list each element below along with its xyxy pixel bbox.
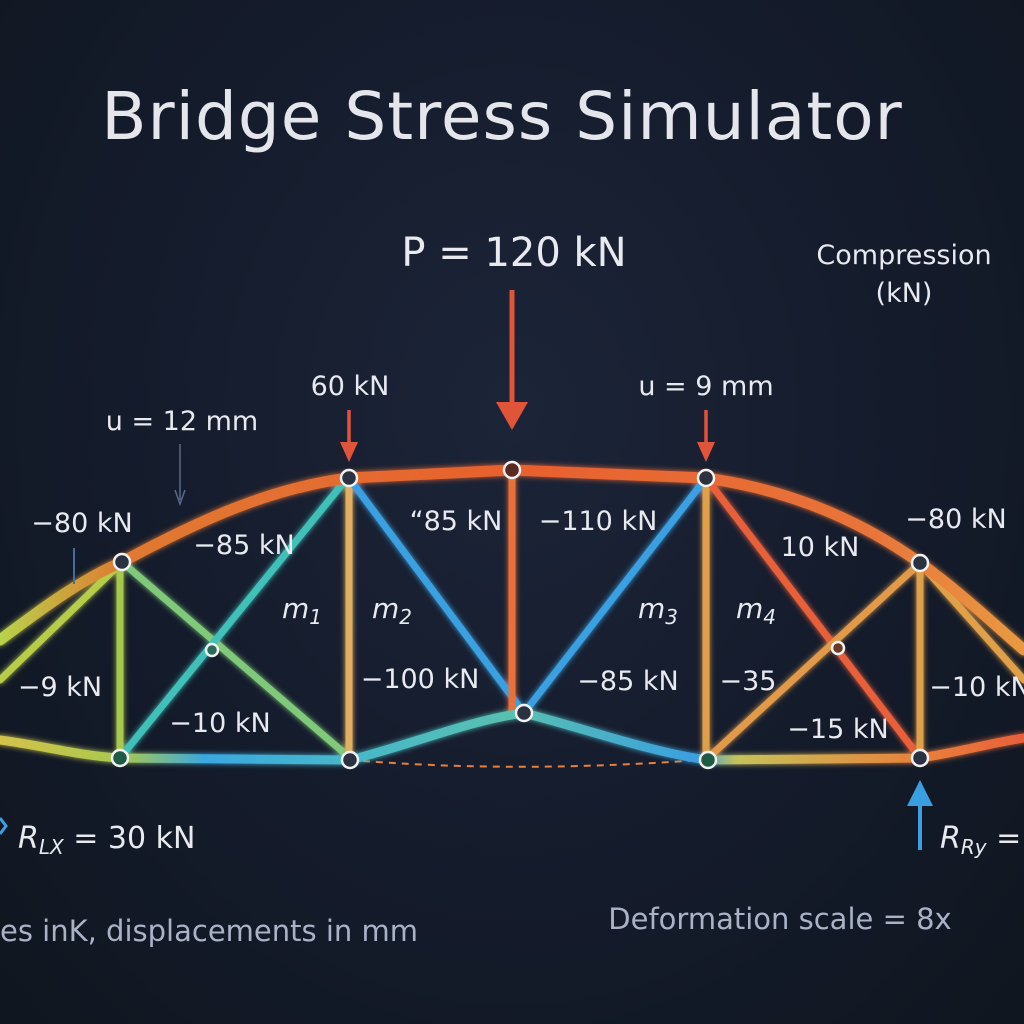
member-right-diagonal-down — [702, 474, 924, 762]
force-label: −9 kN — [18, 672, 102, 703]
reaction-left-arrow — [0, 817, 8, 835]
member-label-m3: m3 — [638, 592, 678, 629]
force-label: −10 kN — [929, 672, 1024, 703]
member-center-left-diagonal — [345, 474, 528, 717]
main-load-label: P = 120 kN — [401, 230, 626, 276]
member-center-right-diagonal — [520, 474, 710, 717]
force-label: −10 kN — [169, 708, 270, 739]
force-label: −35 — [720, 666, 777, 697]
force-label: −80 kN — [31, 508, 132, 539]
member-label-m4: m4 — [736, 592, 776, 629]
joint-bottom-4 — [698, 750, 718, 770]
joint-cross-left — [204, 642, 220, 658]
member-label-m2: m2 — [372, 592, 412, 629]
force-label: 10 kN — [781, 532, 860, 563]
top-chord — [0, 464, 1024, 656]
joint-top-4 — [696, 468, 716, 488]
load-arrows — [73, 290, 715, 584]
legend-unit: (kN) — [876, 278, 933, 309]
member-left-diagonal-up — [116, 473, 352, 762]
joint-bottom-5 — [910, 748, 930, 768]
reaction-left-label: RLX = 30 kN — [18, 821, 195, 859]
joint-top-5 — [910, 553, 930, 573]
force-label: −80 kN — [905, 504, 1006, 535]
member-label-m1: m1 — [282, 592, 322, 629]
side-load-label: 60 kN — [311, 371, 390, 402]
joint-cross-right — [830, 640, 846, 656]
member-right-diagonal-up — [704, 559, 924, 762]
joint-top-2 — [339, 468, 359, 488]
force-label: −100 kN — [361, 664, 480, 695]
undeformed-chord-dashed — [349, 759, 701, 768]
force-label: −85 kN — [577, 666, 678, 697]
member-left-diagonal-down — [118, 558, 354, 762]
main-load-arrow-head — [496, 402, 528, 430]
member-left-end-diagonal — [0, 558, 126, 684]
joint-bottom-2 — [340, 750, 360, 770]
reaction-arrows — [0, 780, 933, 850]
joint-top-1 — [112, 552, 132, 572]
joint-bottom-3 — [514, 703, 534, 723]
force-label: −110 kN — [539, 506, 658, 537]
reaction-right-label: RRy = 9 — [940, 821, 1024, 859]
reaction-right-arrow-head — [907, 780, 933, 806]
displacement-right-label: u = 9 mm — [638, 371, 773, 402]
displacement-indicator-left-head — [174, 489, 186, 507]
force-label: −85 kN — [193, 530, 294, 561]
force-label: “85 kN — [410, 506, 503, 537]
right-load-arrow-head — [697, 442, 715, 462]
page-title: Bridge Stress Simulator — [101, 78, 903, 155]
scale-caption: Deformation scale = 8x — [608, 902, 951, 936]
force-label: −15 kN — [787, 714, 888, 745]
legend-title: Compression — [816, 240, 991, 271]
joint-top-3 — [502, 460, 522, 480]
units-caption: es inK, displacements in mm — [0, 914, 418, 948]
side-load-arrow-head — [340, 442, 358, 462]
joint-bottom-1 — [110, 748, 130, 768]
displacement-left-label: u = 12 mm — [106, 406, 258, 437]
